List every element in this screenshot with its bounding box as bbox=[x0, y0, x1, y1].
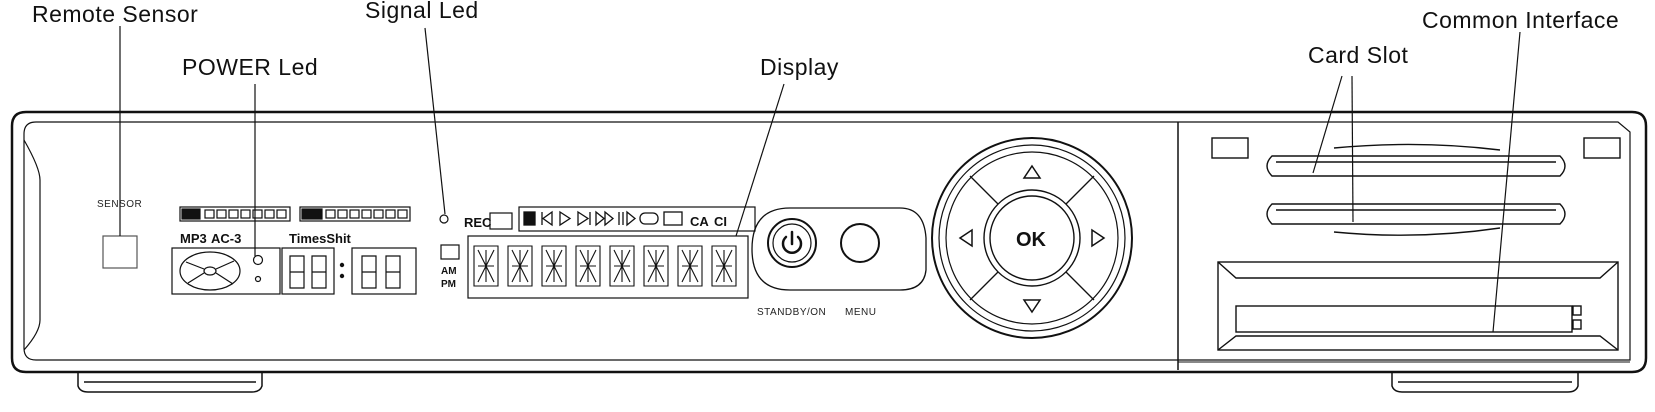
nav-down-button[interactable] bbox=[1022, 299, 1042, 314]
common-interface-slot bbox=[1217, 261, 1619, 351]
lcd-rec: REC bbox=[464, 215, 492, 230]
lcd-playback-icons bbox=[523, 210, 683, 227]
callout-signal-led: Signal Led bbox=[365, 0, 479, 23]
lcd-ca: CA bbox=[690, 214, 709, 229]
arrow-left-icon bbox=[958, 228, 973, 248]
standby-button[interactable] bbox=[767, 218, 817, 268]
lcd-am: AM bbox=[441, 266, 457, 277]
lcd-mp3: MP3 bbox=[180, 231, 207, 246]
left-foot bbox=[77, 372, 263, 393]
arrow-down-icon bbox=[1022, 299, 1042, 314]
standby-label: STANDBY/ON bbox=[757, 307, 826, 318]
callout-leaders bbox=[119, 26, 1521, 333]
callout-display: Display bbox=[760, 54, 839, 80]
right-foot bbox=[1391, 372, 1579, 393]
card-slots bbox=[1211, 137, 1621, 236]
callout-common-interface: Common Interface bbox=[1422, 7, 1620, 33]
ok-button[interactable]: OK bbox=[1016, 229, 1047, 251]
nav-left-button[interactable] bbox=[958, 228, 973, 248]
nav-right-button[interactable] bbox=[1091, 228, 1106, 248]
menu-label: MENU bbox=[845, 307, 876, 318]
sensor-label: SENSOR bbox=[97, 199, 142, 210]
lcd-pm: PM bbox=[441, 279, 456, 290]
lcd-timeshift: TimesShit bbox=[289, 231, 352, 246]
arrow-right-icon bbox=[1091, 228, 1106, 248]
lcd-ac3: AC-3 bbox=[211, 231, 241, 246]
callout-remote-sensor: Remote Sensor bbox=[32, 1, 199, 27]
lcd-ci: CI bbox=[714, 214, 727, 229]
callout-card-slot: Card Slot bbox=[1308, 42, 1409, 68]
lcd-alpha-digits bbox=[473, 245, 737, 287]
nav-pad bbox=[931, 137, 1133, 339]
button-housing bbox=[751, 207, 927, 291]
callout-power-led: POWER Led bbox=[182, 54, 319, 80]
nav-up-button[interactable] bbox=[1022, 164, 1042, 179]
arrow-up-icon bbox=[1022, 164, 1042, 179]
menu-button[interactable] bbox=[840, 223, 880, 263]
lcd-display bbox=[171, 206, 756, 299]
chassis-outline bbox=[10, 110, 1648, 374]
power-icon bbox=[781, 230, 803, 254]
ok-label: OK bbox=[1016, 229, 1047, 251]
